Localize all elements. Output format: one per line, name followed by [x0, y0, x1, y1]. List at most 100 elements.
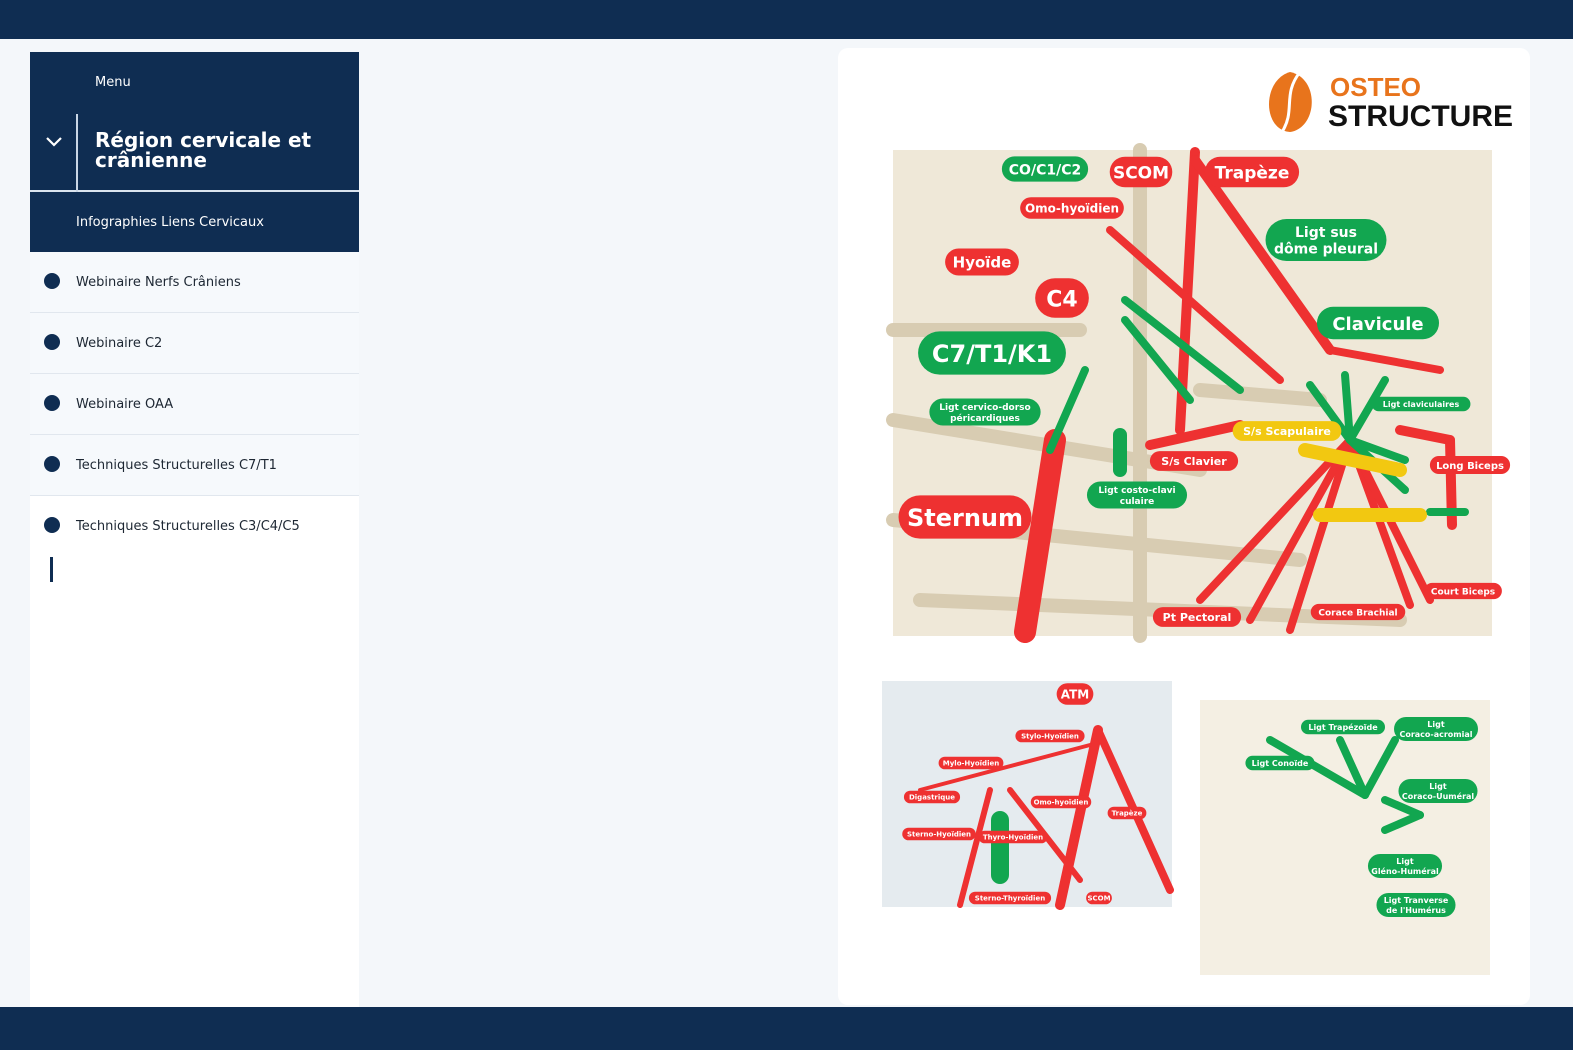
label-pill	[1149, 451, 1239, 471]
sidebar-item-c2[interactable]: Webinaire C2	[30, 313, 359, 374]
label-pill	[898, 495, 1032, 539]
anatomy-label: Thyro-Hyoïdien	[978, 830, 1048, 844]
ligament-stroke	[1046, 366, 1089, 454]
label-text: Pt Pectoral	[1163, 611, 1232, 624]
sidebar-item-oaa[interactable]: Webinaire OAA	[30, 374, 359, 435]
label-text: Stylo-Hyoïdien	[1021, 733, 1079, 741]
label-pill	[945, 248, 1019, 276]
ligament-stroke	[1266, 736, 1369, 799]
label-text: Clavicule	[1332, 314, 1423, 335]
label-pill	[1310, 603, 1406, 621]
label-pill	[1035, 278, 1089, 318]
top-bar	[0, 0, 1573, 39]
anatomy-label: Clavicule	[1316, 306, 1440, 340]
label-pill	[1301, 719, 1385, 735]
anatomy-label: C4	[1035, 278, 1089, 318]
timeline-dot	[44, 273, 60, 289]
label-pill	[1030, 795, 1092, 809]
bottom-bar	[0, 1007, 1573, 1050]
label-text: Sterno-Thyroïdien	[975, 895, 1045, 903]
divider	[76, 114, 78, 192]
anatomy-label: SCOM	[1109, 156, 1173, 188]
muscle-stroke	[1106, 226, 1284, 384]
label-text: CO/C1/C2	[1009, 162, 1081, 178]
label-pill	[1109, 156, 1173, 188]
anatomy-label: Omo-hyoïdien	[1030, 795, 1092, 809]
anatomy-label: Digastrique	[903, 790, 961, 804]
anatomy-label: Corace Brachial	[1310, 603, 1406, 621]
muscle-stroke	[1395, 425, 1455, 445]
sidebar-item-c7-t1[interactable]: Techniques Structurelles C7/T1	[30, 435, 359, 496]
label-text: Trapèze	[1215, 163, 1290, 183]
muscle-stroke	[1326, 346, 1444, 374]
logo-text-structure: STRUCTURE	[1328, 100, 1513, 133]
label-pill	[1020, 197, 1124, 219]
anatomy-label: Ligt Conoïde	[1245, 755, 1315, 771]
chevron-down-icon[interactable]	[44, 132, 64, 152]
ligament-stroke	[1336, 736, 1369, 799]
label-text: Omo-hyoïdien	[1025, 202, 1119, 216]
label-pill	[903, 790, 961, 804]
ligament-stroke	[1298, 443, 1407, 477]
label-pill	[918, 331, 1066, 375]
label-text: Thyro-Hyoïdien	[983, 834, 1043, 842]
menu-label[interactable]: Menu	[95, 75, 131, 90]
label-text: Ligt Trapézoïde	[1308, 722, 1378, 732]
anatomy-label: Hyoïde	[945, 248, 1019, 276]
timeline-dot	[44, 395, 60, 411]
anatomy-label: Ligt claviculaires	[1371, 396, 1471, 412]
label-pill	[978, 830, 1048, 844]
label-text: Corace Brachial	[1318, 608, 1397, 618]
label-text: Digastrique	[909, 794, 955, 802]
section-title: Région cervicale et crânienne	[95, 128, 312, 172]
anatomy-label: Sterno-Hyoïdien	[902, 827, 976, 841]
anatomy-label: ATM	[1056, 683, 1094, 705]
label-pill	[1371, 396, 1471, 412]
muscle-stroke	[1175, 147, 1200, 435]
sidebar-item-infographies[interactable]: Infographies Liens Cervicaux	[76, 215, 264, 230]
label-text: S/s Clavier	[1161, 455, 1227, 468]
anatomy-label: Stylo-Hyoïdien	[1015, 729, 1085, 743]
label-text: S/s Scapulaire	[1243, 425, 1331, 438]
label-pill	[1398, 779, 1478, 803]
anatomy-label: Sterno-Thyroïdien	[968, 891, 1052, 905]
anatomy-label: SCOM	[1086, 891, 1112, 905]
label-text: Hyoïde	[953, 254, 1012, 272]
label-pill	[1245, 755, 1315, 771]
anatomy-label: C7/T1/K1	[918, 331, 1066, 375]
anatomy-label: CO/C1/C2	[1001, 156, 1089, 182]
timeline-dot	[44, 456, 60, 472]
label-text: SCOM	[1113, 163, 1169, 183]
sidebar-item-nerfs-craniens[interactable]: Webinaire Nerfs Crâniens	[30, 252, 359, 313]
muscle-stroke	[1196, 436, 1354, 604]
label-pill	[1232, 421, 1342, 441]
label-text: Long Biceps	[1436, 461, 1504, 472]
label-pill	[1001, 156, 1089, 182]
ligament-stroke	[1121, 296, 1244, 394]
sidebar-item-c3-c4-c5[interactable]: Techniques Structurelles C3/C4/C5	[30, 496, 359, 557]
label-pill	[1056, 683, 1094, 705]
muscle-stroke	[1286, 436, 1354, 634]
label-pill	[929, 398, 1041, 426]
anatomy-label: Trapèze	[1204, 156, 1300, 188]
muscle-stroke	[918, 743, 1092, 792]
label-text: Court Biceps	[1431, 587, 1495, 597]
label-text: C7/T1/K1	[932, 340, 1052, 368]
label-text: Omo-hyoïdien	[1034, 799, 1089, 807]
main-content	[359, 39, 838, 1007]
label-pill	[1204, 156, 1300, 188]
item-label: Webinaire OAA	[76, 397, 174, 412]
item-label: Webinaire Nerfs Crâniens	[76, 275, 241, 290]
section-region-cervicale[interactable]: Région cervicale et crânienne	[30, 114, 359, 192]
ligament-stroke	[1361, 736, 1399, 799]
